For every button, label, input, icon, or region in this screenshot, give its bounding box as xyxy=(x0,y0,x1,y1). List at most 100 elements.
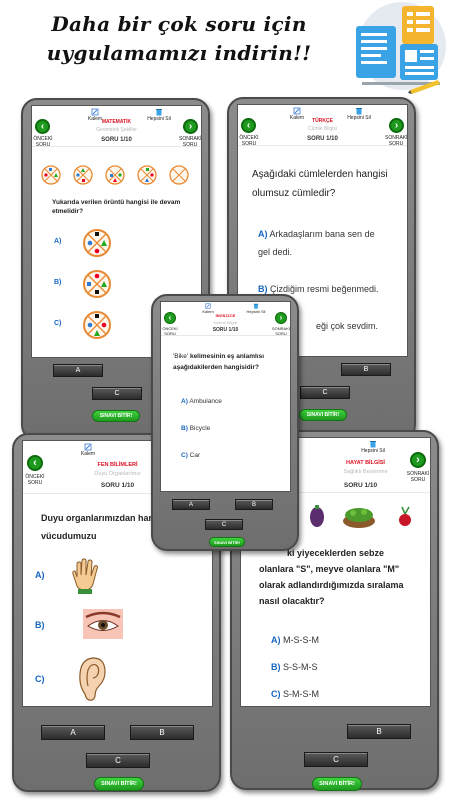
science-option-a[interactable]: A) xyxy=(35,556,135,596)
english-question-text: kelimesinin eş anlamlısı aşağıdakilerden… xyxy=(173,353,265,371)
pencil-icon xyxy=(84,443,92,451)
english-option-b-letter: B) xyxy=(181,425,188,432)
science-question-text: Duyu organlarımızdan hangisi vücudumuzu xyxy=(41,513,170,541)
english-question-card: ‹ ÖNCEKİ SORU › SONRAKİ SORU Kalem Hepsi… xyxy=(151,294,299,551)
science-pen-tool[interactable]: Kalem xyxy=(77,443,99,457)
science-option-c-letter: C) xyxy=(35,674,45,684)
english-answer-c-button[interactable]: C xyxy=(205,519,243,530)
english-prev-button[interactable]: ‹ xyxy=(164,312,176,324)
english-option-a-text: Ambulance xyxy=(189,398,222,405)
trash-icon xyxy=(253,303,259,309)
english-option-c-text: Car xyxy=(189,452,201,459)
pattern-circle-a-icon xyxy=(83,229,111,257)
life-subject: HAYAT BİLGİSİ xyxy=(346,460,385,466)
math-erase-tool[interactable]: Hepsini Sil xyxy=(146,108,172,122)
turkish-erase-tool[interactable]: Hepsini Sil xyxy=(346,107,372,121)
math-prev-button[interactable]: ‹ xyxy=(35,119,50,134)
eye-icon xyxy=(83,609,123,639)
turkish-answer-b-button[interactable]: B xyxy=(341,363,391,376)
turkish-option-a[interactable]: A) Arkadaşlarım bana sen de gel dedi. xyxy=(258,225,388,261)
turkish-prev-button[interactable]: ‹ xyxy=(241,118,256,133)
pencil-icon xyxy=(293,107,301,115)
turkish-prev-label: ÖNCEKİ SORU xyxy=(239,135,259,147)
math-option-c[interactable]: C) xyxy=(54,310,164,340)
science-option-b-letter: B) xyxy=(35,620,45,630)
life-question-text: ki yiyeceklerden sebze olanlara "S", mey… xyxy=(259,548,404,606)
turkish-question-text: Aşağıdaki cümlelerden hangisi olumsuz cü… xyxy=(252,169,388,199)
english-pen-label: Kalem xyxy=(202,309,214,314)
science-option-b[interactable]: B) xyxy=(35,609,135,643)
promo-headline: Daha bir çok soru için uygulamamızı indi… xyxy=(14,10,344,68)
math-pen-tool[interactable]: Kalem xyxy=(84,108,106,122)
life-option-c[interactable]: C) S-M-S-M xyxy=(271,687,391,701)
turkish-pen-tool[interactable]: Kalem xyxy=(286,107,308,121)
math-option-b-letter: B) xyxy=(54,279,62,286)
math-finish-button[interactable]: SINAVI BİTİR! xyxy=(92,410,140,422)
life-finish-button[interactable]: SINAVI BİTİR! xyxy=(312,777,362,791)
english-topic: Kelime Bilgisi xyxy=(213,320,238,325)
trash-icon xyxy=(156,109,162,116)
ear-icon xyxy=(79,657,106,701)
english-option-a[interactable]: A) Ambulance xyxy=(181,398,281,405)
turkish-divider xyxy=(238,145,407,146)
english-screen: ‹ ÖNCEKİ SORU › SONRAKİ SORU Kalem Hepsi… xyxy=(160,301,291,492)
life-next-button[interactable]: › xyxy=(410,452,426,468)
math-option-c-letter: C) xyxy=(54,320,62,327)
english-option-c-letter: C) xyxy=(181,452,188,459)
math-answer-a-button[interactable]: A xyxy=(53,364,103,377)
math-divider xyxy=(32,146,201,147)
english-option-c[interactable]: C) Car xyxy=(181,452,281,459)
turkish-subject: TÜRKÇE xyxy=(312,118,333,124)
turkish-option-c[interactable]: eği çok sevdim. xyxy=(316,317,406,335)
science-answer-a-button[interactable]: A xyxy=(41,725,105,740)
english-finish-button[interactable]: SINAVI BİTİR! xyxy=(209,537,245,547)
science-option-c[interactable]: C) xyxy=(35,656,135,704)
promo-headline-line2: uygulamamızı indirin!! xyxy=(46,41,312,65)
science-answer-b-button[interactable]: B xyxy=(130,725,194,740)
english-question-counter: SORU 1/10 xyxy=(212,327,239,333)
turkish-option-a-letter: A) xyxy=(258,229,268,239)
turkish-pen-label: Kalem xyxy=(289,115,305,121)
turkish-finish-button[interactable]: SINAVI BİTİR! xyxy=(299,409,347,421)
english-next-button[interactable]: › xyxy=(275,312,287,324)
english-answer-b-button[interactable]: B xyxy=(235,499,273,510)
science-finish-button[interactable]: SINAVI BİTİR! xyxy=(94,777,144,791)
science-prev-button[interactable]: ‹ xyxy=(27,455,43,471)
life-answer-b-button[interactable]: B xyxy=(347,724,411,739)
turkish-option-a-text: Arkadaşlarım bana sen de gel dedi. xyxy=(258,229,375,257)
english-option-b[interactable]: B) Bicycle xyxy=(181,425,281,432)
english-erase-tool[interactable]: Hepsini Sil xyxy=(245,303,267,314)
english-pen-tool[interactable]: Kalem xyxy=(199,303,217,314)
turkish-question-counter: SORU 1/10 xyxy=(307,136,338,142)
math-option-a[interactable]: A) xyxy=(54,228,164,258)
science-topic: Duyu Organlarımız xyxy=(94,471,141,477)
math-option-b[interactable]: B) xyxy=(54,269,164,299)
science-subject: FEN BİLİMLERİ xyxy=(97,462,138,468)
life-topic: Sağlıklı Beslenme xyxy=(343,469,388,475)
science-pen-label: Kalem xyxy=(80,451,96,457)
pencil-icon xyxy=(205,303,211,309)
life-option-a-text: M-S-S-M xyxy=(283,635,320,645)
turkish-option-b[interactable]: B) Çizdiğim resmi beğenmedi. xyxy=(258,280,398,298)
life-erase-label: Hepsini Sil xyxy=(361,448,385,454)
life-erase-tool[interactable]: Hepsini Sil xyxy=(359,440,387,454)
documents-illustration-icon xyxy=(356,2,446,94)
english-answer-a-button[interactable]: A xyxy=(172,499,210,510)
life-option-a[interactable]: A) M-S-S-M xyxy=(271,633,391,647)
science-answer-c-button[interactable]: C xyxy=(86,753,150,768)
math-answer-c-button[interactable]: C xyxy=(92,387,142,400)
life-next-label: SONRAKİ SORU xyxy=(406,471,430,483)
turkish-answer-c-button[interactable]: C xyxy=(300,386,350,399)
turkish-next-button[interactable]: › xyxy=(389,118,404,133)
turkish-topic: Cümle Bilgisi xyxy=(308,126,337,132)
life-option-b-text: S-S-M-S xyxy=(283,662,318,672)
english-subject: İNGİLİZCE xyxy=(215,313,236,318)
math-next-button[interactable]: › xyxy=(183,119,198,134)
life-option-c-text: S-M-S-M xyxy=(283,689,320,699)
english-divider xyxy=(161,335,290,336)
life-answer-c-button[interactable]: C xyxy=(304,752,368,767)
turkish-option-c-text: eği çok sevdim. xyxy=(316,321,379,331)
life-option-b[interactable]: B) S-S-M-S xyxy=(271,660,391,674)
math-option-a-letter: A) xyxy=(54,238,62,245)
math-next-label: SONRAKİ SORU xyxy=(179,136,202,148)
